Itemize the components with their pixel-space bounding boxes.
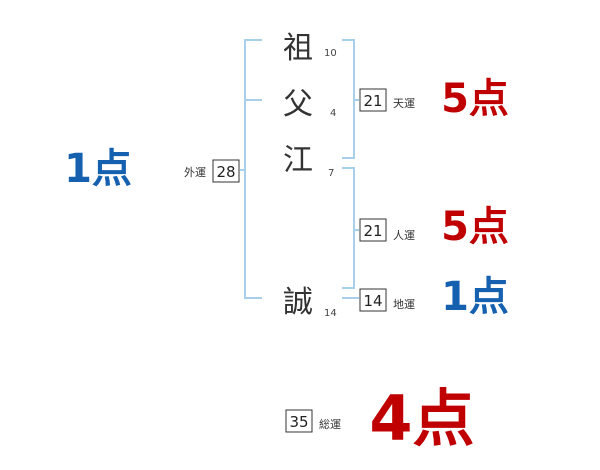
jinun-value: 21 xyxy=(363,222,382,240)
souun-box xyxy=(285,409,313,433)
gaiun-score: 1点 xyxy=(64,146,132,192)
jinun-label: 人運 xyxy=(393,229,415,242)
bracket-lines xyxy=(240,39,359,299)
tenun-value: 21 xyxy=(363,92,382,110)
person-bracket xyxy=(342,167,355,289)
gaiun-box xyxy=(212,159,240,183)
stroke-count-3: 7 xyxy=(328,168,334,179)
souun-group: 35 総運 4点 xyxy=(285,382,475,455)
name-char-4: 誠 xyxy=(283,285,313,320)
name-char-2: 父 xyxy=(283,87,313,122)
chiun-label: 地運 xyxy=(393,298,415,311)
stroke-count-1: 10 xyxy=(324,48,337,59)
jinun-box xyxy=(359,218,387,242)
jinun-score: 5点 xyxy=(441,204,509,250)
souun-score: 4点 xyxy=(369,382,474,455)
jinun-group: 21 人運 5点 xyxy=(359,204,509,250)
souun-label: 総運 xyxy=(319,417,341,431)
tenun-box xyxy=(359,88,387,112)
stroke-counts: 10 4 7 14 xyxy=(324,48,337,319)
name-char-3: 江 xyxy=(283,143,313,178)
gaiun-value: 28 xyxy=(216,163,235,181)
outer-bracket xyxy=(244,39,262,299)
chiun-value: 14 xyxy=(363,292,382,310)
chiun-box xyxy=(359,288,387,312)
chiun-score: 1点 xyxy=(441,274,509,320)
surname-bracket xyxy=(342,39,355,159)
tenun-label: 天運 xyxy=(393,97,415,110)
stroke-count-2: 4 xyxy=(330,108,336,119)
gaiun-label: 外運 xyxy=(184,166,206,179)
souun-value: 35 xyxy=(289,413,308,431)
tenun-group: 21 天運 5点 xyxy=(359,76,509,122)
stroke-count-4: 14 xyxy=(324,308,337,319)
name-characters: 祖 父 江 誠 xyxy=(283,31,313,320)
name-char-1: 祖 xyxy=(283,31,313,66)
gaiun-group: 外運 28 1点 xyxy=(64,146,240,192)
tenun-score: 5点 xyxy=(441,76,509,122)
chiun-group: 14 地運 1点 xyxy=(359,274,509,320)
